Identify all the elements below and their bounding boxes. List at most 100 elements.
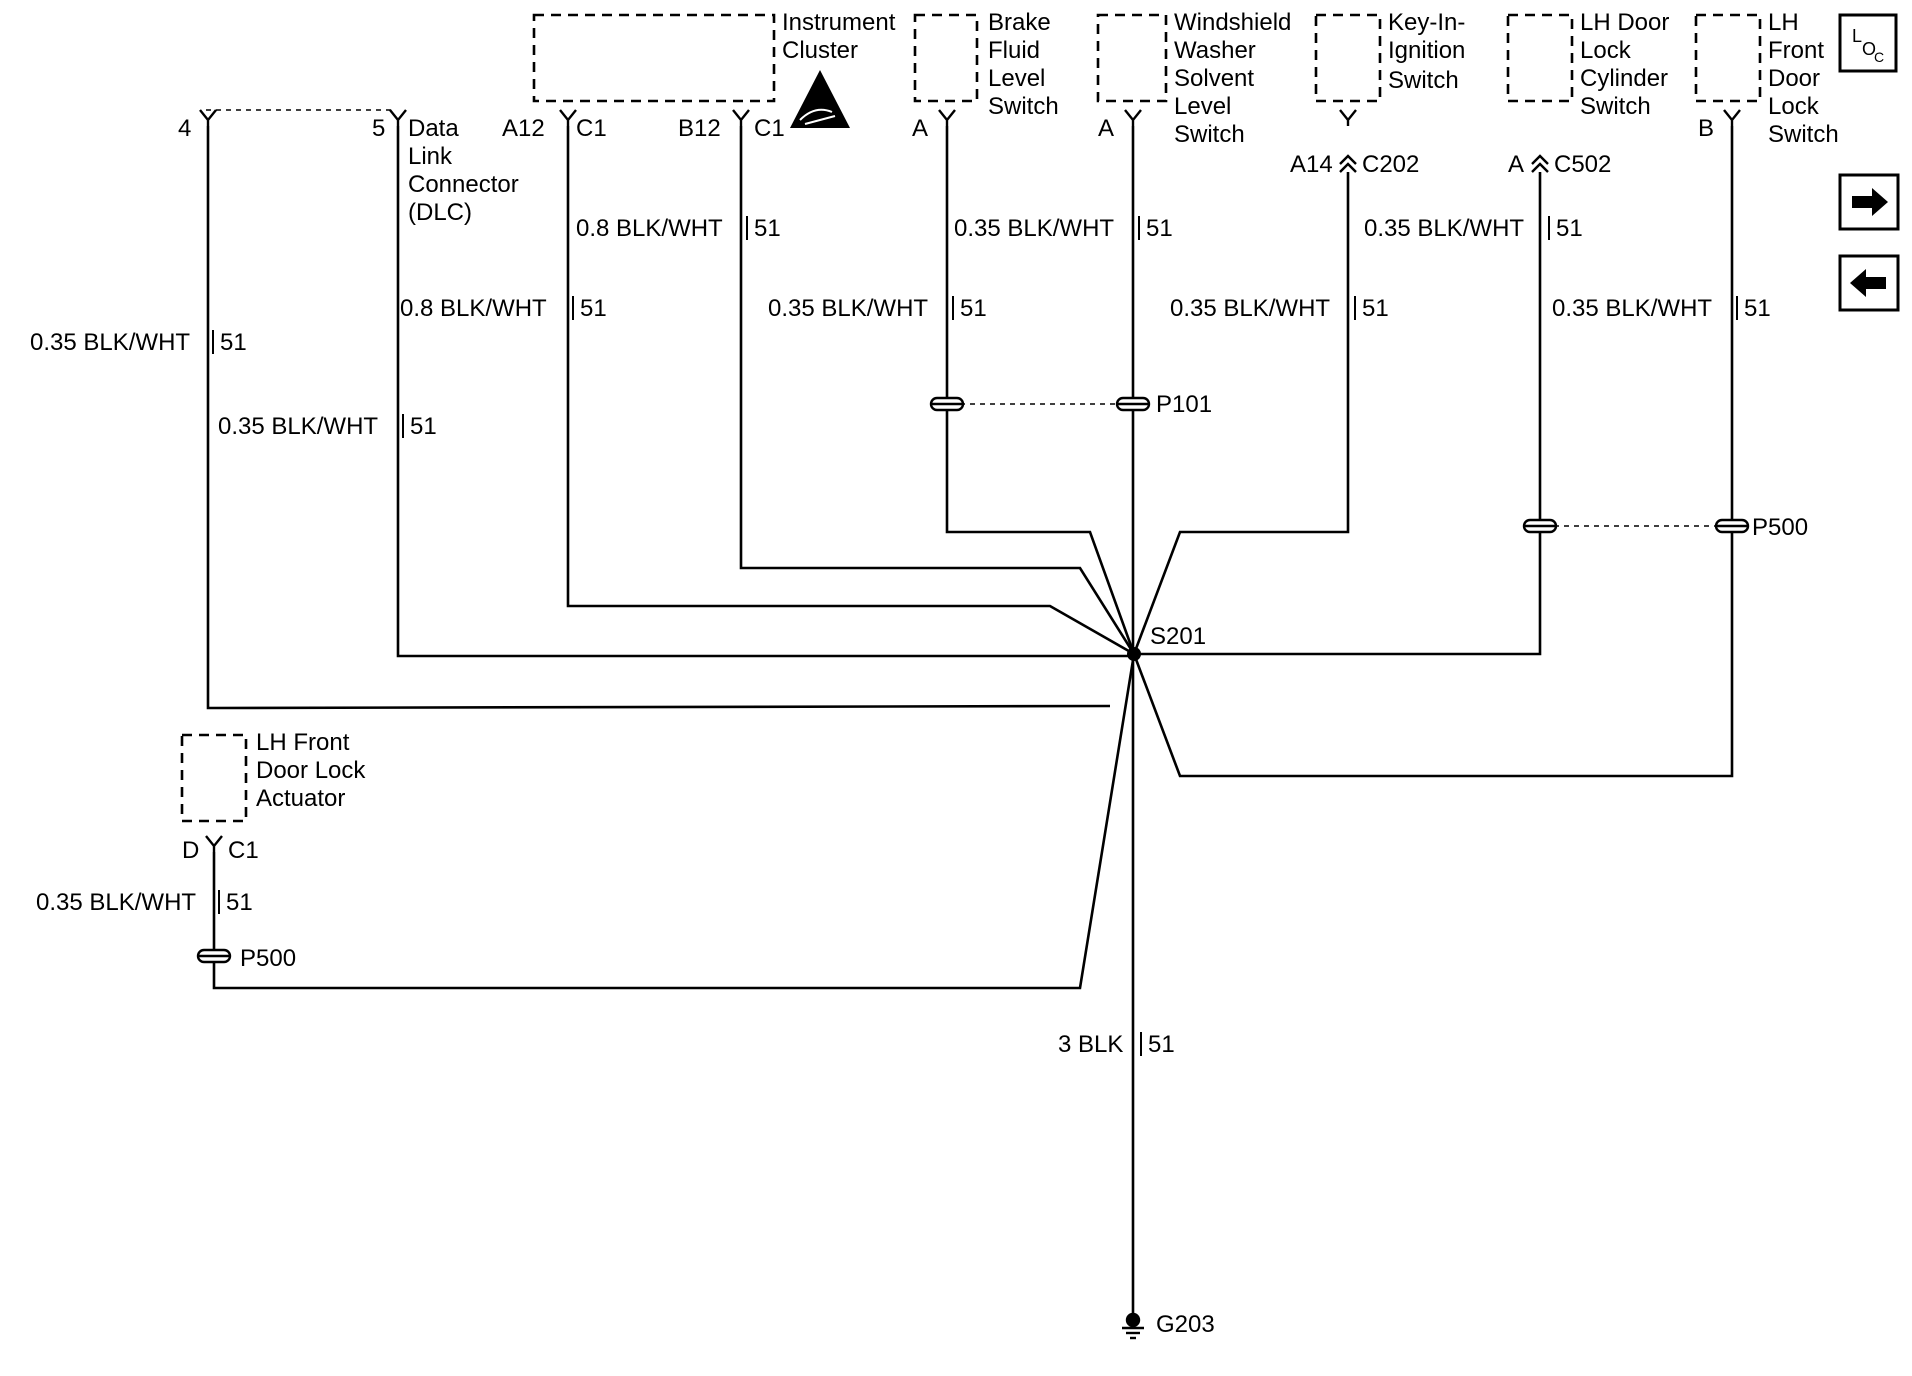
brake-label-3: Level bbox=[988, 65, 1045, 92]
front-label-5: Switch bbox=[1768, 121, 1839, 148]
wire-gauge: 0.35 BLK/WHT bbox=[768, 295, 928, 322]
splice-s201 bbox=[1127, 647, 1141, 661]
key-label-1: Key-In- bbox=[1388, 9, 1465, 36]
pin-label: A14 bbox=[1290, 151, 1333, 178]
previous-page-arrow-icon[interactable] bbox=[1838, 254, 1900, 312]
wire-front-lock bbox=[1132, 126, 1734, 778]
brake-label-2: Fluid bbox=[988, 37, 1040, 64]
lh-front-door-lock-actuator: LH Front Door Lock Actuator bbox=[180, 729, 366, 823]
pin-label: A bbox=[1098, 115, 1114, 142]
pin-label: C502 bbox=[1554, 151, 1611, 178]
wire-labels: 0.35 BLK/WHT 51 0.35 BLK/WHT 51 0.8 BLK/… bbox=[30, 215, 1771, 1058]
front-label-3: Door bbox=[1768, 65, 1820, 92]
instrument-cluster-label-1: Instrument bbox=[782, 9, 896, 36]
pin-label: 5 bbox=[372, 115, 385, 142]
dlc-label-3: Connector bbox=[408, 171, 519, 198]
loc-c: C bbox=[1874, 49, 1884, 65]
cylinder-box bbox=[1506, 13, 1574, 103]
wire-dlc5 bbox=[396, 126, 1132, 658]
wire-circuit: 51 bbox=[754, 215, 781, 242]
connector-label: P500 bbox=[240, 945, 296, 972]
wire-circuit: 51 bbox=[580, 295, 607, 322]
wires bbox=[206, 126, 1734, 1314]
data-link-connector: Data Link Connector (DLC) bbox=[206, 109, 519, 226]
pin-label: A bbox=[912, 115, 928, 142]
pin-label: B bbox=[1698, 115, 1714, 142]
wire-b12 bbox=[739, 126, 1136, 655]
washer-label-1: Windshield bbox=[1174, 9, 1291, 36]
connector-label: P500 bbox=[1752, 514, 1808, 541]
wire-circuit: 51 bbox=[1146, 215, 1173, 242]
actuator-label-1: LH Front bbox=[256, 729, 350, 756]
wire-circuit: 51 bbox=[1556, 215, 1583, 242]
instrument-cluster-label-2: Cluster bbox=[782, 37, 858, 64]
pin-label: D bbox=[182, 837, 199, 864]
cyl-label-4: Switch bbox=[1580, 93, 1651, 120]
ground-symbol bbox=[1122, 1312, 1144, 1340]
next-page-arrow-icon[interactable] bbox=[1838, 173, 1900, 231]
wire-dlc4 bbox=[206, 126, 1111, 710]
wire-brake bbox=[945, 126, 1136, 655]
wire-circuit: 51 bbox=[1362, 295, 1389, 322]
washer-box bbox=[1096, 13, 1168, 103]
brake-label-4: Switch bbox=[988, 93, 1059, 120]
splice-label: S201 bbox=[1150, 623, 1206, 650]
wire-a12 bbox=[566, 126, 1135, 656]
p500-right-connector bbox=[1714, 518, 1750, 534]
dlc-label-4: (DLC) bbox=[408, 199, 472, 226]
washer-label-3: Solvent bbox=[1174, 65, 1254, 92]
wire-circuit: 51 bbox=[220, 329, 247, 356]
actuator-label-2: Door Lock bbox=[256, 757, 366, 784]
inline-connectors bbox=[196, 396, 1750, 964]
pin-terminals bbox=[199, 109, 1741, 852]
connector-label: P101 bbox=[1156, 391, 1212, 418]
wire-gauge: 0.8 BLK/WHT bbox=[576, 215, 723, 242]
instrument-cluster-box bbox=[532, 13, 776, 103]
wire-circuit: 51 bbox=[410, 413, 437, 440]
key-label-2: Ignition bbox=[1388, 37, 1465, 64]
p101-right-connector bbox=[1115, 396, 1151, 412]
loc-o: O bbox=[1862, 39, 1876, 59]
wire-gauge: 0.35 BLK/WHT bbox=[954, 215, 1114, 242]
front-label-4: Lock bbox=[1768, 93, 1820, 120]
wire-circuit: 51 bbox=[1744, 295, 1771, 322]
wire-key bbox=[1132, 172, 1350, 655]
wire-gauge: 0.35 BLK/WHT bbox=[1364, 215, 1524, 242]
washer-label-4: Level bbox=[1174, 93, 1231, 120]
wire-gauge: 0.35 BLK/WHT bbox=[1170, 295, 1330, 322]
brake-fluid-level-switch: Brake Fluid Level Switch bbox=[913, 9, 1059, 120]
wire-gauge: 0.35 BLK/WHT bbox=[36, 889, 196, 916]
key-box bbox=[1314, 13, 1382, 103]
key-label-3: Switch bbox=[1388, 67, 1459, 94]
pin-label: C1 bbox=[754, 115, 785, 142]
brake-label-1: Brake bbox=[988, 9, 1051, 36]
ground-label: G203 bbox=[1156, 1311, 1215, 1338]
pin-label: A12 bbox=[502, 115, 545, 142]
pin-label: 4 bbox=[178, 115, 191, 142]
key-in-ignition-switch: Key-In- Ignition Switch bbox=[1314, 9, 1465, 103]
front-lock-box bbox=[1694, 13, 1762, 103]
instrument-cluster: Instrument Cluster bbox=[532, 9, 896, 128]
p500-left-connector bbox=[1522, 518, 1558, 534]
cyl-label-3: Cylinder bbox=[1580, 65, 1668, 92]
wire-gauge: 0.35 BLK/WHT bbox=[1552, 295, 1712, 322]
cyl-label-2: Lock bbox=[1580, 37, 1632, 64]
washer-label-2: Washer bbox=[1174, 37, 1256, 64]
loc-icon[interactable]: L O C bbox=[1838, 13, 1898, 73]
pin-label: B12 bbox=[678, 115, 721, 142]
esd-warning-icon bbox=[790, 70, 850, 128]
actuator-label-3: Actuator bbox=[256, 785, 345, 812]
wire-cylinder bbox=[1134, 172, 1542, 656]
p500-actuator-connector bbox=[196, 948, 232, 964]
cyl-label-1: LH Door bbox=[1580, 9, 1669, 36]
front-label-2: Front bbox=[1768, 37, 1824, 64]
lh-door-lock-cylinder-switch: LH Door Lock Cylinder Switch bbox=[1506, 9, 1669, 120]
wire-circuit: 51 bbox=[1148, 1031, 1175, 1058]
windshield-washer-switch: Windshield Washer Solvent Level Switch bbox=[1096, 9, 1291, 148]
p101-left-connector bbox=[929, 396, 965, 412]
dlc-label-2: Link bbox=[408, 143, 453, 170]
wire-circuit: 51 bbox=[226, 889, 253, 916]
actuator-box bbox=[180, 733, 248, 823]
front-label-1: LH bbox=[1768, 9, 1799, 36]
